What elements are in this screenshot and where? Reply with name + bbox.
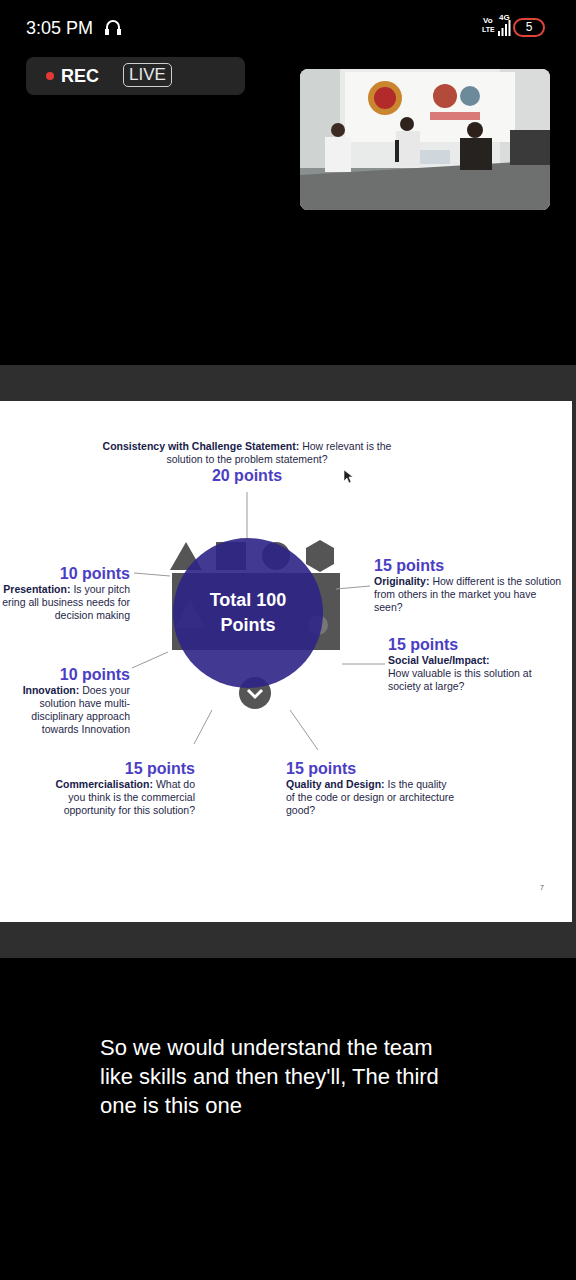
points-value: 20 points (92, 467, 402, 485)
criterion-body: How valuable is this solution at society… (388, 667, 532, 692)
node-text: LIVE (124, 64, 171, 85)
criterion-text: Presentation:Is your pitch ering all bus… (2, 583, 130, 622)
mouse-cursor (344, 470, 353, 483)
criterion-heading: Consistency with Challenge Statement: (103, 440, 300, 452)
slide-page (0, 401, 572, 922)
criterion-block: 15 pointsQuality and Design:Is the quali… (286, 760, 456, 817)
criterion-heading: Innovation: (23, 684, 80, 696)
status-text: LTE (482, 26, 495, 34)
leader-line (132, 492, 385, 750)
chevron-icon (248, 690, 262, 697)
slide-frame (0, 365, 576, 958)
battery-badge: 5 (513, 18, 545, 37)
signal-bar (502, 28, 504, 36)
points-value: 15 points (46, 760, 195, 778)
criterion-text: Innovation:Does your solution have multi… (9, 684, 130, 736)
criterion-heading: Originality: (374, 575, 429, 587)
status-text: Vo (483, 16, 493, 25)
status-text: 4G (499, 13, 510, 22)
criterion-heading: Presentation: (3, 583, 70, 595)
node-text: 5 (515, 20, 543, 35)
headphone-icon (105, 29, 109, 35)
points-value: 10 points (2, 565, 130, 583)
signal-bar (509, 20, 511, 36)
criterion-block: Consistency with Challenge Statement:How… (92, 440, 402, 485)
rec-pill: REC LIVE (26, 57, 245, 95)
criterion-block: 10 pointsInnovation:Does your solution h… (9, 666, 130, 736)
signal-bar (498, 31, 500, 36)
points-value: 15 points (374, 557, 566, 575)
criterion-text: Quality and Design:Is the quality of the… (286, 778, 456, 817)
criterion-block: 15 pointsSocial Value/Impact:How valuabl… (388, 636, 558, 693)
points-value: 15 points (388, 636, 558, 654)
subtitle-caption: So we would understand the team like ski… (100, 1033, 450, 1120)
video-thumbnail (300, 69, 550, 210)
points-value: 10 points (9, 666, 130, 684)
signal-bar (505, 24, 507, 36)
status-time: 3:05 PM (26, 17, 93, 39)
total-circle: Total 100 Points (173, 538, 323, 688)
page-number: 7 (540, 884, 544, 892)
criterion-text: Originality:How different is the solutio… (374, 575, 566, 614)
criterion-text: Commercialisation:What do you think is t… (46, 778, 195, 817)
live-badge: LIVE (123, 63, 172, 87)
criterion-text: Social Value/Impact:How valuable is this… (388, 654, 558, 693)
criterion-block: 10 pointsPresentation:Is your pitch erin… (2, 565, 130, 622)
criterion-block: 15 pointsOriginality:How different is th… (374, 557, 566, 614)
node-text: REC (61, 66, 99, 86)
points-value: 15 points (286, 760, 456, 778)
criterion-text: Consistency with Challenge Statement:How… (92, 440, 402, 466)
node-text: Total 100 Points (192, 588, 304, 638)
criterion-block: 15 pointsCommercialisation:What do you t… (46, 760, 195, 817)
criterion-heading: Social Value/Impact: (388, 654, 555, 667)
criterion-heading: Commercialisation: (56, 778, 153, 790)
criterion-heading: Quality and Design: (286, 778, 385, 790)
rec-dot (46, 72, 54, 80)
headphone-icon (117, 29, 121, 35)
